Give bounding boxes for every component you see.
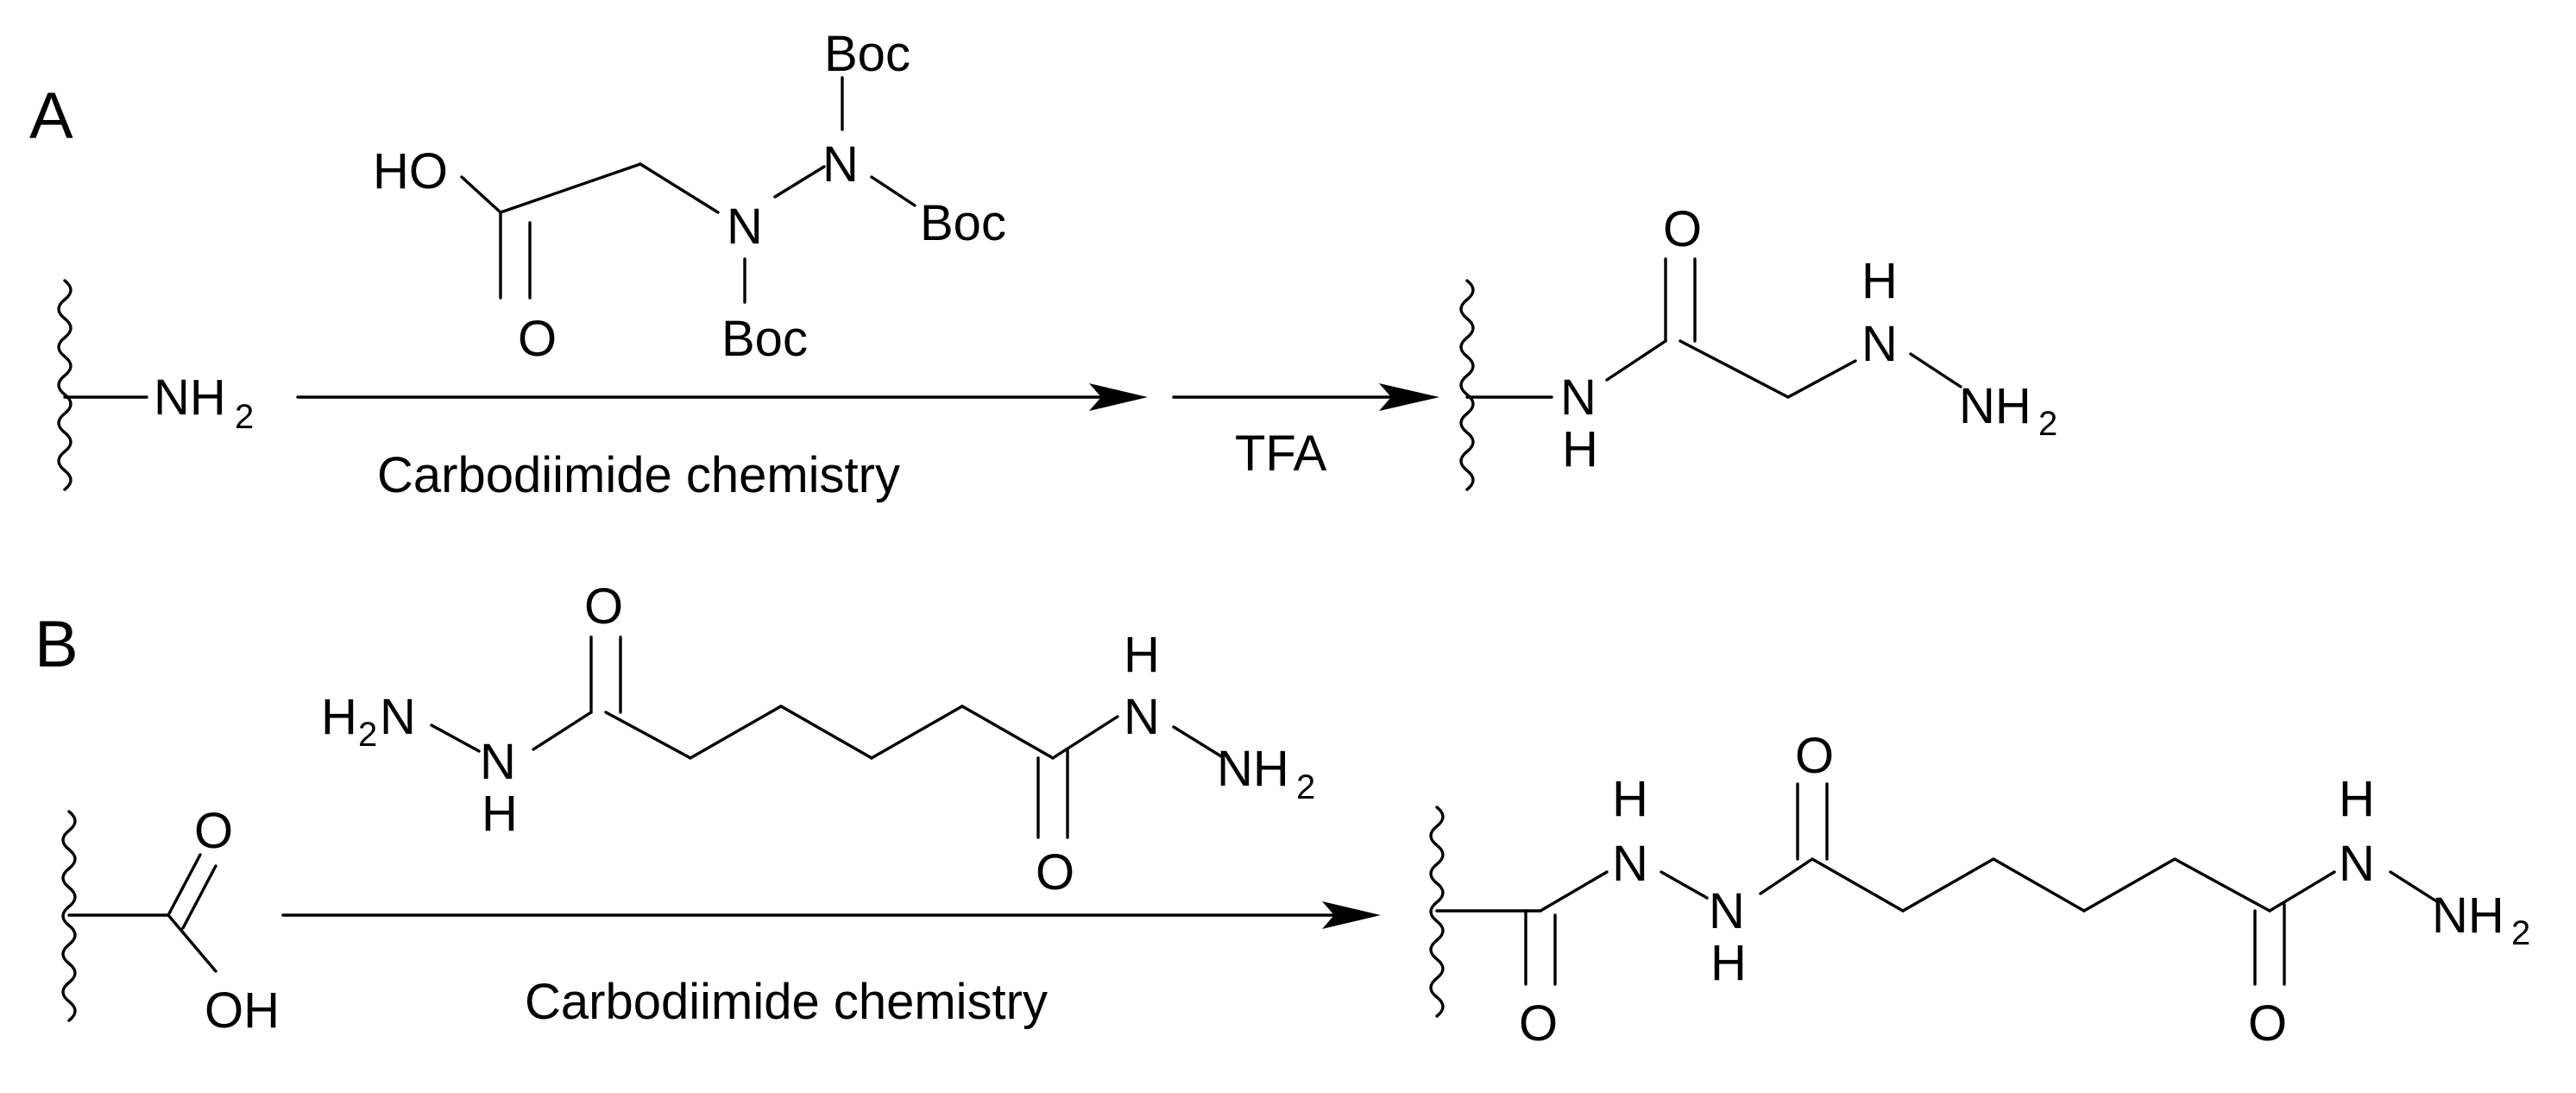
bond-n2-c bbox=[1759, 857, 1814, 895]
bond-c-n3 bbox=[2268, 870, 2336, 913]
reagent-carbonyl-o: O bbox=[518, 311, 557, 367]
reagent-o1-label: O bbox=[584, 578, 623, 635]
reagent-o2-label: O bbox=[1036, 844, 1074, 900]
panel-a-label: A bbox=[29, 79, 73, 153]
arrow-2-head bbox=[1379, 383, 1439, 411]
product-b-nh2-subscript: 2 bbox=[2511, 914, 2530, 952]
bond-n3-nh2 bbox=[2389, 870, 2440, 904]
bond-c-ch2 bbox=[1678, 339, 1790, 399]
reagent-nh2-subscript: 2 bbox=[1296, 768, 1315, 806]
bond-ho-c bbox=[460, 175, 502, 214]
reagent-n2-label: N bbox=[822, 136, 859, 193]
bond-c-o-1 bbox=[167, 853, 202, 917]
panel-a: A NH 2 HO O N N Boc Boc Boc bbox=[29, 26, 2057, 503]
product-b-n1-h: H bbox=[1612, 771, 1648, 827]
product-a-n2-h: H bbox=[1861, 253, 1898, 309]
bond-c-ch2 bbox=[499, 162, 642, 214]
reagent-h2n-subscript: 2 bbox=[358, 716, 377, 754]
reagent-h2n-n: N bbox=[380, 689, 416, 745]
product-chain-bond-4 bbox=[2082, 857, 2176, 913]
acid-o-label: O bbox=[194, 803, 233, 859]
bond-c-o-2 bbox=[181, 864, 217, 930]
arrow-b-label: Carbodiimide chemistry bbox=[525, 974, 1048, 1030]
product-a-nh2-label: NH bbox=[1959, 378, 2031, 434]
chain-bond-5 bbox=[960, 704, 1055, 760]
chain-bond-1 bbox=[604, 711, 692, 760]
product-a-n2-label: N bbox=[1861, 316, 1898, 372]
product-chain-bond-2 bbox=[1901, 857, 1995, 913]
product-chain-bond-5 bbox=[2173, 857, 2271, 913]
reagent-ho-label: HO bbox=[373, 143, 448, 199]
product-b-n3-label: N bbox=[2339, 836, 2375, 892]
bond-n-c1 bbox=[532, 711, 593, 751]
panel-a-arrow-2: TFA bbox=[1172, 383, 1439, 482]
panel-a-surface-amine: NH 2 bbox=[57, 279, 254, 491]
product-b-n2-label: N bbox=[1709, 883, 1745, 939]
panel-a-reagent: HO O N N Boc Boc Boc bbox=[373, 26, 1006, 367]
bond-c-oh bbox=[167, 913, 217, 973]
chain-bond-4 bbox=[870, 704, 964, 760]
acid-oh-label: OH bbox=[205, 982, 280, 1039]
chain-bond-3 bbox=[779, 704, 873, 760]
product-b-o2-label: O bbox=[1795, 728, 1834, 784]
product-a-o-label: O bbox=[1663, 201, 1702, 257]
reagent-boc-top: Boc bbox=[824, 26, 910, 82]
amine-nh-label: NH bbox=[154, 370, 226, 426]
reagent-boc-bottom: Boc bbox=[721, 311, 808, 367]
bond-n1-n2 bbox=[773, 165, 826, 199]
amine-subscript: 2 bbox=[235, 398, 254, 436]
bond-n2-boc-right bbox=[870, 175, 916, 207]
bond-n-nh2-right bbox=[1172, 725, 1223, 758]
surface-b-wavy-line bbox=[61, 810, 77, 1022]
bond-nh2-n bbox=[430, 723, 481, 753]
reagent-n-label: N bbox=[480, 734, 516, 790]
panel-b-product: O H N N H O O H N NH 2 bbox=[1429, 728, 2530, 1052]
product-a-nh2-subscript: 2 bbox=[2038, 405, 2057, 443]
panel-a-product: N H O H N NH 2 bbox=[1459, 201, 2057, 491]
product-a-wavy-line bbox=[1459, 279, 1475, 491]
reagent-n-h: H bbox=[482, 786, 518, 842]
arrow-1-label: Carbodiimide chemistry bbox=[377, 447, 900, 503]
product-b-wavy-line bbox=[1429, 806, 1445, 1018]
product-chain-bond-1 bbox=[1811, 857, 1905, 913]
bond-ch2-n bbox=[1786, 359, 1857, 399]
arrow-b-head bbox=[1322, 901, 1381, 929]
reagent-h2n-h: H bbox=[321, 689, 357, 745]
chain-bond-2 bbox=[689, 704, 783, 760]
product-b-o3-label: O bbox=[2248, 995, 2287, 1052]
panel-b-surface-acid: O OH bbox=[61, 803, 280, 1039]
product-b-nh2-label: NH bbox=[2432, 888, 2504, 944]
bond-c2-n bbox=[1051, 715, 1119, 760]
product-b-n3-h: H bbox=[2339, 771, 2375, 827]
bond-c-n1 bbox=[1539, 870, 1609, 913]
panel-b-label: B bbox=[35, 608, 79, 681]
panel-b-reagent: H 2 N N H O O H N NH 2 bbox=[321, 578, 1315, 900]
product-chain-bond-3 bbox=[1992, 857, 2086, 913]
arrow-2-label: TFA bbox=[1235, 426, 1327, 482]
bond-ch2-n1 bbox=[639, 162, 720, 214]
bond-n-nh2 bbox=[1909, 352, 1962, 389]
panel-b: B O OH H 2 N N H O bbox=[35, 578, 2530, 1052]
product-b-o1-label: O bbox=[1519, 995, 1558, 1052]
bond-n-c bbox=[1605, 339, 1667, 382]
reagent-boc-right: Boc bbox=[920, 195, 1006, 251]
reagent-nh2-label: NH bbox=[1217, 741, 1289, 797]
product-b-n2-h: H bbox=[1710, 935, 1747, 991]
panel-b-arrow: Carbodiimide chemistry bbox=[281, 901, 1381, 1030]
product-a-nh-h: H bbox=[1562, 421, 1598, 477]
reagent-n-right-h: H bbox=[1124, 627, 1160, 683]
reagent-n-right-label: N bbox=[1124, 689, 1160, 745]
bond-n1-n2 bbox=[1660, 870, 1709, 900]
product-b-n1-label: N bbox=[1612, 836, 1648, 892]
reagent-n1-label: N bbox=[727, 199, 763, 255]
panel-a-arrow-1: Carbodiimide chemistry bbox=[296, 383, 1148, 503]
arrow-1-head bbox=[1089, 383, 1148, 411]
product-a-n-label: N bbox=[1560, 370, 1597, 426]
surface-wavy-line bbox=[57, 279, 72, 491]
